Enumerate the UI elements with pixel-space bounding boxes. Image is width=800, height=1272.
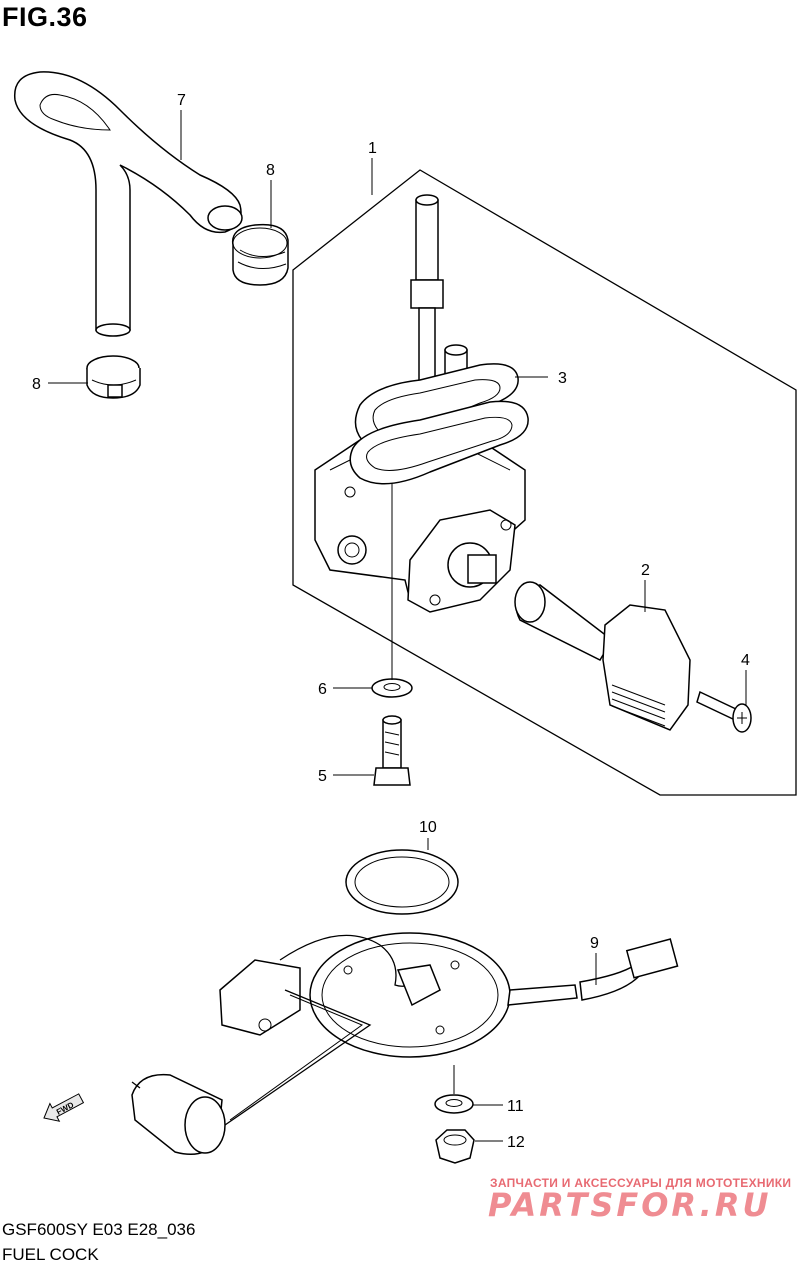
callout-9: 9 bbox=[590, 935, 599, 952]
callout-6: 6 bbox=[318, 681, 327, 698]
callout-1: 1 bbox=[368, 140, 377, 157]
callout-4: 4 bbox=[741, 652, 750, 669]
figure-title: FIG.36 bbox=[2, 2, 88, 32]
forward-arrow-icon: FWD bbox=[43, 1093, 85, 1122]
callout-7: 7 bbox=[177, 92, 186, 109]
part-3-gasket[interactable] bbox=[349, 363, 529, 485]
model-code: GSF600SY E03 E28_036 bbox=[2, 1220, 196, 1239]
part-12-nut[interactable] bbox=[435, 1129, 475, 1164]
watermark-tagline: ЗАПЧАСТИ И АКСЕССУАРЫ ДЛЯ МОТОТЕХНИКИ bbox=[490, 1176, 792, 1190]
part-6-washer[interactable] bbox=[371, 678, 413, 698]
leader-lines bbox=[48, 110, 747, 1142]
callout-8-upper: 8 bbox=[266, 162, 275, 179]
part-8-hose-clamp-lower[interactable] bbox=[86, 355, 141, 399]
part-10-o-ring[interactable] bbox=[345, 849, 459, 915]
callout-2: 2 bbox=[641, 562, 650, 579]
watermark-logo: PARTSFOR.RU bbox=[488, 1186, 772, 1224]
callout-3: 3 bbox=[558, 370, 567, 387]
part-4-screw[interactable] bbox=[696, 690, 752, 733]
part-5-bolt[interactable] bbox=[373, 715, 411, 786]
section-title: FUEL COCK bbox=[2, 1245, 99, 1264]
callout-12: 12 bbox=[507, 1134, 525, 1151]
part-7-fuel-hose[interactable] bbox=[13, 71, 243, 337]
part-11-washer[interactable] bbox=[434, 1094, 474, 1114]
part-8-hose-clamp-upper[interactable] bbox=[231, 223, 289, 286]
part-9-fuel-level-gauge[interactable] bbox=[131, 932, 679, 1155]
part-2-fuel-cock-lever[interactable] bbox=[514, 581, 691, 731]
callout-10: 10 bbox=[419, 819, 437, 836]
callout-5: 5 bbox=[318, 768, 327, 785]
callout-8-lower: 8 bbox=[32, 376, 41, 393]
callout-11: 11 bbox=[507, 1098, 524, 1115]
assembly-boundary bbox=[292, 169, 797, 796]
